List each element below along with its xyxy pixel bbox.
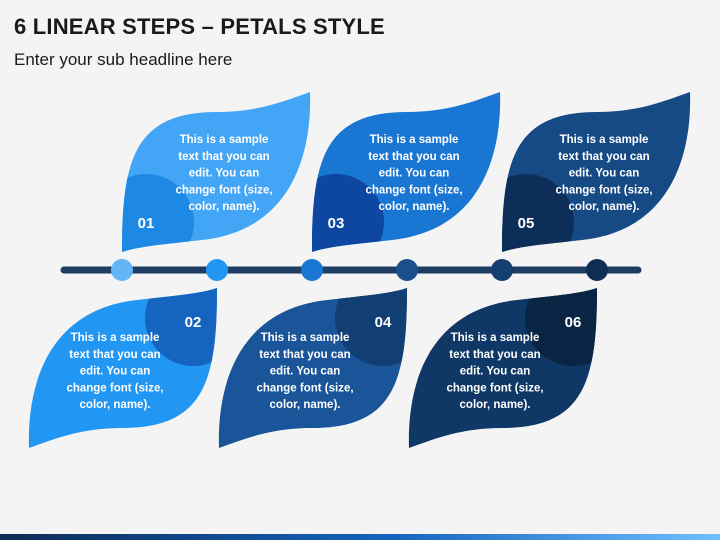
timeline-dot-05 (491, 259, 513, 281)
step-text-line: text that you can (368, 151, 459, 163)
step-text-line: change font (size, (66, 382, 163, 394)
step-text-line: This is a sample (180, 134, 269, 146)
step-text-line: This is a sample (560, 134, 649, 146)
timeline-dot-04 (396, 259, 418, 281)
timeline-dot-06 (586, 259, 608, 281)
step-01-petal: 01 This is a sample text that you can edit.… (122, 92, 311, 252)
step-text-line: edit. You can (460, 366, 531, 378)
step-03-petal: 03 This is a sample text that you can edit.… (312, 92, 501, 252)
step-text-line: text that you can (558, 151, 649, 163)
page-subtitle: Enter your sub headline here (14, 50, 233, 69)
step-05-petal: 05 This is a sample text that you can edit.… (502, 92, 691, 252)
page-title: 6 LINEAR STEPS – PETALS STYLE (14, 14, 385, 39)
step-text-line: change font (size, (446, 382, 543, 394)
step-text: This is a sample text that you can edit. Y… (555, 134, 652, 213)
step-text: This is a sample text that you can edit. Y… (256, 332, 353, 411)
step-text: This is a sample text that you can edit. Y… (66, 332, 163, 411)
step-text-line: color, name). (270, 399, 341, 411)
timeline-dot-03 (301, 259, 323, 281)
step-text-line: color, name). (379, 201, 450, 213)
step-text: This is a sample text that you can edit. Y… (175, 134, 272, 213)
step-text-line: change font (size, (365, 184, 462, 196)
step-text-line: change font (size, (555, 184, 652, 196)
step-text-line: text that you can (178, 151, 269, 163)
step-number: 04 (375, 314, 392, 331)
step-number: 06 (565, 314, 582, 331)
bottom-accent-bar (0, 534, 720, 540)
step-text-line: change font (size, (175, 184, 272, 196)
step-text-line: color, name). (189, 201, 260, 213)
step-number: 02 (185, 314, 202, 331)
step-text-line: This is a sample (261, 332, 350, 344)
step-text-line: text that you can (69, 349, 160, 361)
timeline-dot-02 (206, 259, 228, 281)
step-text-line: This is a sample (451, 332, 540, 344)
step-text-line: edit. You can (189, 168, 260, 180)
step-text-line: change font (size, (256, 382, 353, 394)
step-text-line: edit. You can (379, 168, 450, 180)
step-text: This is a sample text that you can edit. Y… (365, 134, 462, 213)
step-text: This is a sample text that you can edit. Y… (446, 332, 543, 411)
step-text-line: edit. You can (569, 168, 640, 180)
step-number: 03 (328, 215, 345, 232)
step-text-line: text that you can (259, 349, 350, 361)
step-number: 05 (518, 215, 535, 232)
step-text-line: color, name). (569, 201, 640, 213)
step-text-line: color, name). (80, 399, 151, 411)
step-text-line: text that you can (449, 349, 540, 361)
step-text-line: color, name). (460, 399, 531, 411)
step-number: 01 (138, 215, 155, 232)
step-text-line: edit. You can (80, 366, 151, 378)
step-text-line: This is a sample (370, 134, 459, 146)
timeline-dot-01 (111, 259, 133, 281)
step-text-line: This is a sample (71, 332, 160, 344)
step-text-line: edit. You can (270, 366, 341, 378)
